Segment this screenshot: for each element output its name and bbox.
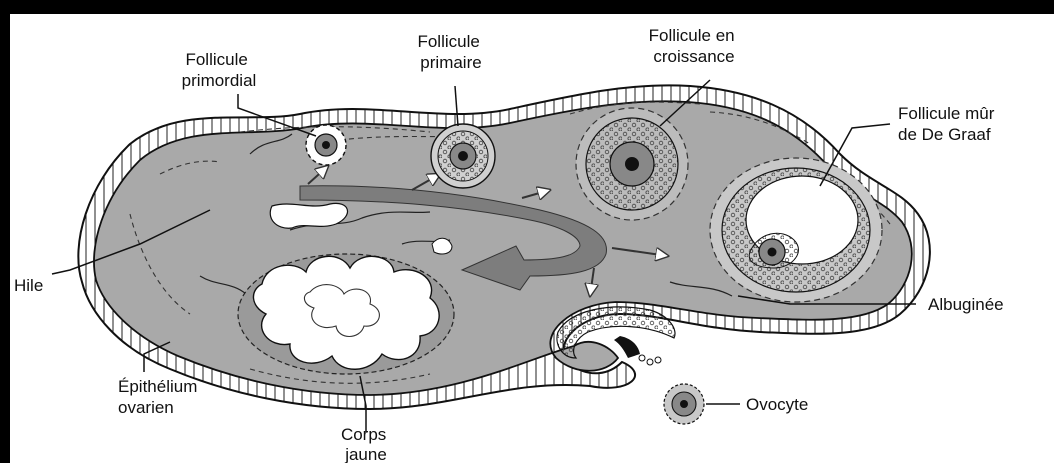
pale-region — [270, 203, 347, 228]
label-follicule-primordial: Follicule primordial — [182, 50, 257, 90]
diagram-frame: Follicule primordial Follicule primaire … — [10, 14, 1054, 463]
label-ovocyte: Ovocyte — [746, 395, 808, 414]
growing-follicle — [576, 108, 688, 220]
pale-region-small — [432, 238, 452, 254]
label-follicule-primaire: Follicule primaire — [417, 32, 484, 72]
label-follicule-croissance: Follicule en croissance — [649, 26, 740, 66]
graafian-follicle — [710, 158, 882, 302]
oocyte — [664, 384, 704, 424]
ovary-diagram: Follicule primordial Follicule primaire … — [10, 14, 1054, 463]
label-hile: Hile — [14, 276, 43, 295]
label-epithelium: Épithélium ovarien — [118, 377, 202, 417]
label-follicule-mur: Follicule mûr de De Graaf — [898, 104, 999, 144]
primary-follicle — [431, 124, 495, 188]
label-albuginee: Albuginée — [928, 295, 1004, 314]
corpus-luteum — [238, 254, 454, 374]
primordial-follicle — [306, 125, 346, 165]
label-corps-jaune: Corps jaune — [341, 425, 391, 463]
